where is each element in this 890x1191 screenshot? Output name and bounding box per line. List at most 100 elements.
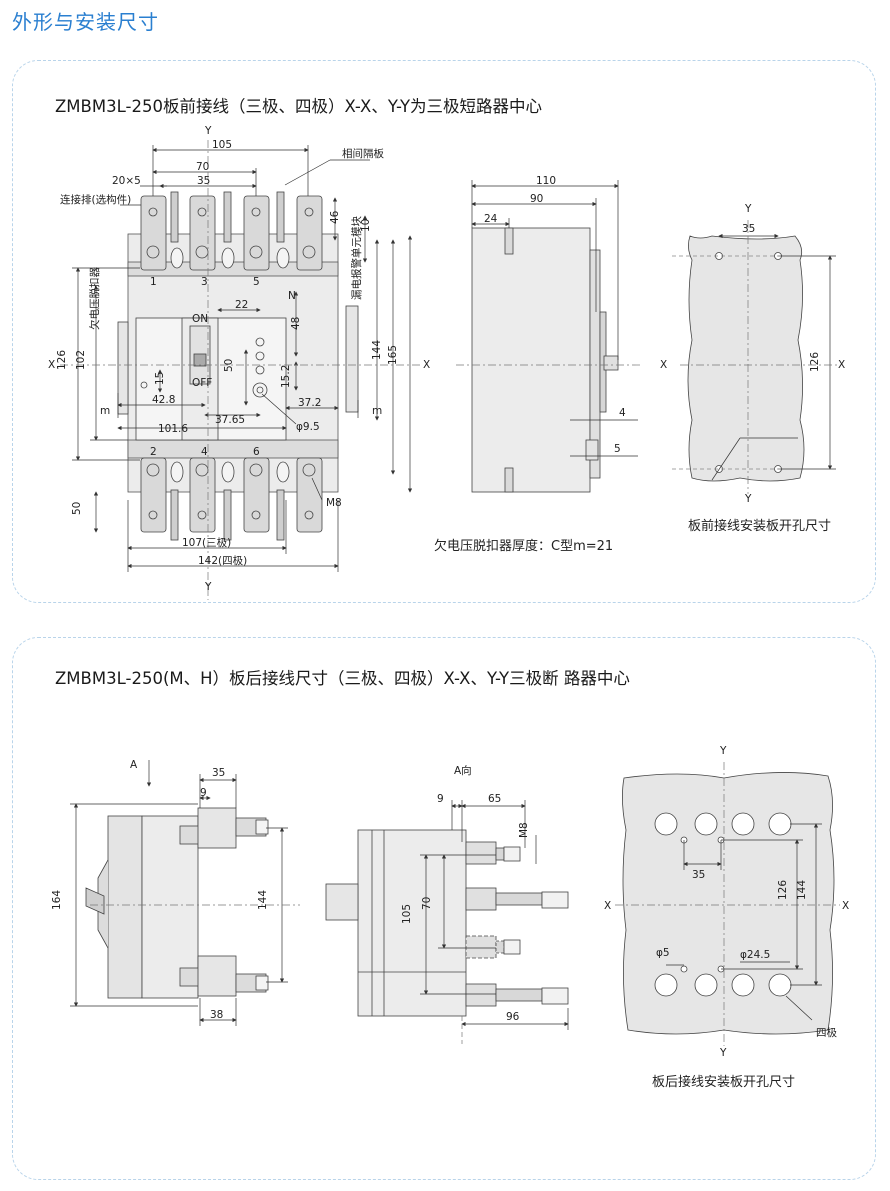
rear-mount-axis-x-right: X: [842, 900, 849, 912]
label-partition: 相间隔板: [342, 147, 384, 160]
rear-mount-dimensions: [615, 762, 840, 1046]
rear-mount-dim-phi5: φ5: [656, 947, 670, 959]
a-dim-65: 65: [488, 793, 501, 805]
a-view-labels: A向 9 65 M8 105 70 96: [401, 764, 530, 1023]
dim-165: 165: [387, 345, 399, 365]
label-off: OFF: [192, 377, 212, 389]
rear-mount-axis-x-left: X: [604, 900, 611, 912]
front-axis-y-bottom: Y: [204, 581, 212, 593]
rear-mount-labels: Y Y X X 35 126 144 φ5 φ24.5 四极 板后接线安装板开孔…: [604, 745, 849, 1090]
rear-dim-164: 164: [51, 890, 63, 910]
front-axis-x-right: X: [423, 359, 430, 371]
side-dim-90: 90: [530, 193, 543, 205]
side-view-dimensions: [456, 180, 640, 457]
side-dim-110: 110: [536, 175, 556, 187]
a-dim-9: 9: [437, 793, 444, 805]
mount-dim-126: 126: [809, 352, 821, 372]
rear-dim-38: 38: [210, 1009, 223, 1021]
rear-mount-dim-35: 35: [692, 869, 705, 881]
section1-heading: ZMBM3L-250板前接线（三极、四极）X-X、Y-Y为三极短路器中心: [55, 97, 543, 116]
dim-107: 107(三极): [182, 536, 231, 549]
dim-105: 105: [212, 139, 232, 151]
label-undervoltage: 欠电压脱扣器: [88, 267, 101, 330]
rear-wiring-panel: [12, 637, 876, 1180]
rear-side-labels: A 35 9 164 144 38: [51, 759, 269, 1021]
rear-mount-axis-y-top: Y: [719, 745, 727, 757]
side-view-drawing: [471, 227, 619, 493]
a-dim-70: 70: [421, 897, 433, 910]
a-view-label: A向: [454, 764, 472, 777]
dim-126: 126: [56, 350, 68, 370]
dim-35: 35: [197, 175, 210, 187]
rear-mount-dim-126: 126: [777, 880, 789, 900]
dim-10: 10: [360, 219, 372, 232]
pole-2: 2: [150, 446, 157, 458]
rear-label-a: A: [130, 759, 138, 771]
rear-dim-35: 35: [212, 767, 225, 779]
a-dim-105: 105: [401, 904, 413, 924]
rear-dim-9: 9: [200, 787, 207, 799]
rear-mount-caption: 板后接线安装板开孔尺寸: [652, 1074, 795, 1090]
dim-42-8: 42.8: [152, 394, 175, 406]
side-view-labels: 110 90 24 4 5 欠电压脱扣器厚度：C型m=21: [434, 175, 626, 554]
rear-mount-dim-phi24-5: φ24.5: [740, 949, 770, 961]
a-dim-96: 96: [506, 1011, 520, 1023]
dim-37-2: 37.2: [298, 397, 321, 409]
rear-mount-dim-144: 144: [796, 880, 808, 900]
front-axis-x: X: [48, 359, 55, 371]
side-view-caption: 欠电压脱扣器厚度：C型m=21: [434, 538, 613, 554]
label-connector: 连接排(选构件): [60, 193, 131, 206]
dim-m8: M8: [326, 497, 342, 509]
dim-144: 144: [371, 340, 383, 360]
rear-mount-axis-y-bottom: Y: [719, 1047, 727, 1059]
pole-1: 1: [150, 276, 157, 288]
front-view-drawing: [117, 191, 359, 541]
dim-37-65: 37.65: [215, 414, 245, 426]
dim-15-2: 15.2: [280, 365, 292, 388]
pole-5: 5: [253, 276, 260, 288]
pole-3: 3: [201, 276, 208, 288]
rear-side-dimensions: [70, 760, 300, 1026]
dim-142: 142(四极): [198, 554, 247, 567]
side-dim-5: 5: [614, 443, 621, 455]
front-mount-labels: Y Y X X 35 126 板前接线安装板开孔尺寸: [660, 203, 845, 534]
dim-50: 50: [223, 359, 235, 372]
dim-101-6: 101.6: [158, 423, 188, 435]
dim-50-bottom: 50: [71, 502, 83, 515]
pole-n: N: [288, 290, 296, 302]
front-axis-y-top: Y: [204, 125, 212, 137]
dim-70: 70: [196, 161, 209, 173]
dim-m-right: m: [372, 405, 382, 417]
mount-axis-y-top: Y: [744, 203, 752, 215]
mount-axis-x-left: X: [660, 359, 667, 371]
dim-46: 46: [329, 210, 341, 224]
front-mount-dimensions: [672, 220, 840, 494]
dim-22: 22: [235, 299, 248, 311]
a-view-drawing: [325, 829, 569, 1017]
side-dim-24: 24: [484, 213, 498, 225]
label-on: ON: [192, 313, 208, 325]
section2-heading: ZMBM3L-250(M、H）板后接线尺寸（三极、四极）X-X、Y-Y三极断 路…: [55, 669, 630, 688]
mount-axis-y-bottom: Y: [744, 493, 752, 505]
dim-20x5: 20×5: [112, 175, 141, 187]
dim-phi9-5: φ9.5: [296, 421, 320, 433]
pole-6: 6: [253, 446, 260, 458]
rear-mount-drawing: [622, 772, 835, 1035]
page-title: 外形与安装尺寸: [12, 10, 159, 34]
mount-axis-x-right: X: [838, 359, 845, 371]
mount-dim-35: 35: [742, 223, 755, 235]
front-view-dimensions: [60, 140, 420, 600]
rear-mount-four-pole: 四极: [816, 1026, 837, 1039]
front-mount-drawing: [687, 235, 805, 482]
rear-dim-144: 144: [257, 890, 269, 910]
label-leakage: 漏电报警单元模块: [350, 216, 363, 300]
front-mount-caption: 板前接线安装板开孔尺寸: [688, 518, 831, 534]
pole-4: 4: [201, 446, 208, 458]
dim-15: 15: [154, 372, 166, 385]
dim-48: 48: [290, 317, 302, 330]
a-view-dimensions: [420, 800, 569, 1044]
side-dim-4: 4: [619, 407, 626, 419]
front-wiring-panel: [12, 60, 876, 603]
rear-side-drawing: [85, 807, 269, 999]
